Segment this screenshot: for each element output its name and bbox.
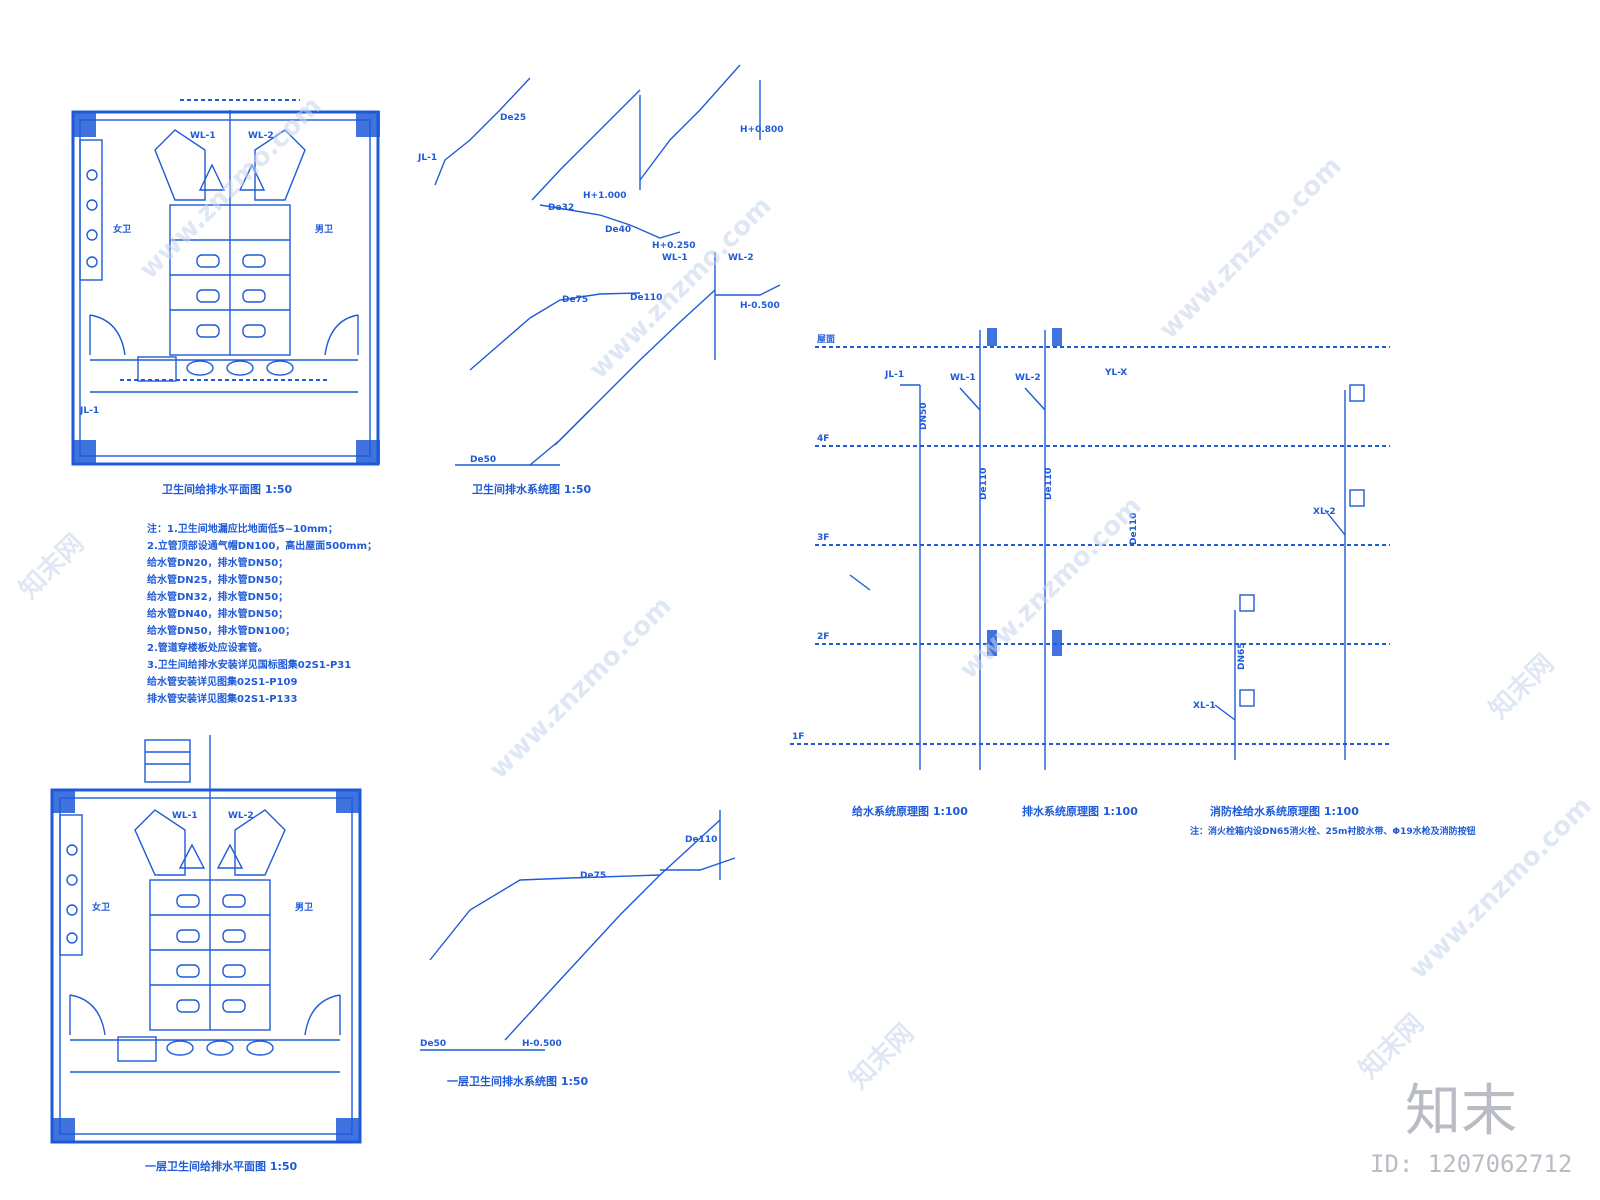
note-line: 给水管安装详见图集02S1-P109 [147,675,297,688]
iso-drain: WL-1 WL-2 De75 De50 De110 H-0.500 卫生间排水系… [455,252,781,496]
pipe-label: De110 [979,468,989,500]
iso-label: De50 [470,455,496,465]
watermark-text: www.znzmo.com [1154,151,1348,345]
plan-top-title: 卫生间给排水平面图 1:50 [162,482,293,496]
floor-label: 2F [817,632,829,642]
note-line: 注：1.卫生间地漏应比地面低5~10mm； [147,522,338,535]
note-line: 给水管DN32，排水管DN50； [147,590,288,603]
note-line: 2.立管顶部设通气帽DN100，高出屋面500mm； [147,539,377,552]
iso-drain-1f-title: 一层卫生间排水系统图 1:50 [447,1074,589,1088]
pipe-label: DN50 [919,402,929,430]
room-label-left: 女卫 [92,901,110,913]
iso-label: WL-1 [662,253,688,263]
riser-label: XL-2 [1313,507,1336,517]
note-line: 2.管道穿楼板处应设套管。 [147,641,268,654]
iso-drain-1f: De75 De50 De110 H-0.500 一层卫生间排水系统图 1:50 [420,810,736,1088]
room-label-right: 男卫 [295,902,313,913]
watermark-logo: 知末网 [14,529,90,605]
iso-label: De40 [605,225,631,235]
floor-label: 屋面 [817,334,835,345]
iso-label: De75 [562,295,588,305]
watermark-logo: 知末网 [1484,649,1560,725]
plan-top: JL-1 WL-1 WL-2 女卫 男卫 卫生间给排水平面图 1:50 [71,99,380,496]
riser-label: JL-1 [79,406,99,416]
image-id: ID: 1207062712 [1370,1150,1572,1178]
room-label-right: 男卫 [315,224,333,235]
iso-label: De110 [630,293,662,303]
watermark-logo: 知末网 [844,1019,920,1095]
brand-logo: 知末 [1405,1079,1517,1144]
riser-title-fire: 消防栓给水系统原理图 1:100 [1210,804,1359,818]
iso-label: H+1.000 [583,191,627,201]
floor-label: 4F [817,434,829,444]
floor-label: 3F [817,533,829,543]
iso-label: H+0.250 [652,241,696,251]
iso-label: De32 [548,203,574,213]
watermark-logo: 知末网 [1354,1009,1430,1085]
riser-label: WL-2 [248,131,274,141]
riser-label: WL-1 [950,373,976,383]
riser-label: JL-1 [884,370,904,380]
iso-label: De25 [500,113,526,123]
iso-supply: JL-1 De25 De32 De40 H+1.000 H+0.800 H+0.… [417,64,784,251]
riser-label: WL-1 [190,131,216,141]
note-line: 3.卫生间给排水安装详见国标图集02S1-P31 [147,658,351,671]
iso-label: H+0.800 [740,125,784,135]
riser-title-supply: 给水系统原理图 1:100 [852,804,968,818]
iso-label: JL-1 [417,153,437,163]
riser-label: XL-1 [1193,701,1216,711]
plan-bottom: WL-1 WL-2 女卫 男卫 一层卫生间给排水平面图 1:50 [50,735,362,1173]
riser-label: YL-X [1104,368,1127,378]
note-line: 给水管DN25，排水管DN50； [147,573,288,586]
note-line: 给水管DN20，排水管DN50； [147,556,288,569]
pipe-label: De110 [1129,513,1139,545]
iso-label: De75 [580,871,606,881]
watermark-text: www.znzmo.com [484,591,678,785]
watermark-text: www.znzmo.com [954,491,1148,685]
riser-note: 注：消火栓箱内设DN65消火栓、25m衬胶水带、Φ19水枪及消防按钮 [1190,825,1476,837]
room-label-left: 女卫 [113,223,131,235]
riser-label: WL-2 [1015,373,1041,383]
floor-label: 1F [792,732,804,742]
iso-label: De110 [685,835,717,845]
iso-label: De50 [420,1039,446,1049]
iso-label: H-0.500 [522,1039,562,1049]
riser-diagram: 屋面 4F 3F 2F 1F JL-1 WL-1 WL-2 YL-X XL-1 … [790,328,1476,837]
riser-title-drain: 排水系统原理图 1:100 [1022,804,1138,818]
iso-drain-title: 卫生间排水系统图 1:50 [472,482,592,496]
riser-label: WL-2 [228,811,254,821]
plan-bottom-title: 一层卫生间给排水平面图 1:50 [145,1159,298,1173]
note-line: 给水管DN50，排水管DN100； [147,624,295,637]
riser-label: WL-1 [172,811,198,821]
note-line: 给水管DN40，排水管DN50； [147,607,288,620]
watermark-text: www.znzmo.com [1404,791,1598,985]
notes-block: 注：1.卫生间地漏应比地面低5~10mm； 2.立管顶部设通气帽DN100，高出… [147,522,377,705]
iso-label: WL-2 [728,253,754,263]
watermark-text: www.znzmo.com [584,191,778,385]
pipe-label: De110 [1044,468,1054,500]
note-line: 排水管安装详见图集02S1-P133 [147,692,297,705]
pipe-label: DN65 [1237,642,1247,670]
iso-label: H-0.500 [740,301,780,311]
